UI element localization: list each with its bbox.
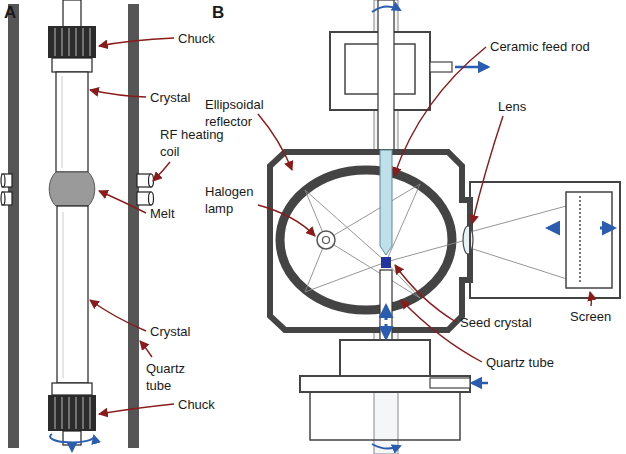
part-label: Melt xyxy=(150,205,175,222)
part-label: Chuck xyxy=(178,396,215,413)
rotation-arrow xyxy=(372,6,400,12)
translate-arrow xyxy=(385,306,388,320)
part-label: RF heating coil xyxy=(160,126,230,160)
part-label: Chuck xyxy=(178,30,215,47)
melt-zone xyxy=(49,172,95,206)
adjust-arrow xyxy=(600,227,614,230)
reflector-housing xyxy=(270,152,470,330)
lens xyxy=(463,226,473,254)
halogen-lamp xyxy=(317,231,335,249)
leader-lines xyxy=(258,47,591,362)
lower-drive xyxy=(340,340,430,376)
projection-box xyxy=(470,182,620,298)
rotation-arrow xyxy=(372,444,400,449)
chuck-ridges xyxy=(55,28,90,56)
crystal xyxy=(56,72,88,172)
panel-letter: B xyxy=(212,4,224,21)
panel-a-drawing xyxy=(1,0,154,451)
chuck xyxy=(48,26,96,58)
gas-outlet xyxy=(430,62,452,72)
ellipsoidal-mirror xyxy=(280,170,452,310)
quartz-wall xyxy=(8,4,19,448)
chuck xyxy=(48,395,96,431)
part-label: Ceramic feed rod xyxy=(490,38,590,55)
base-plate xyxy=(300,376,470,392)
panel-b-drawing xyxy=(270,0,620,454)
part-label: Ellipsoidal reflector xyxy=(205,96,287,130)
translate-arrow xyxy=(385,324,388,338)
part-label: Seed crystal xyxy=(460,314,532,331)
panel-letter: A xyxy=(4,4,16,21)
screen xyxy=(566,192,612,288)
seed-crystal xyxy=(381,257,391,268)
chuck-ridges xyxy=(55,397,90,429)
gas-flow-arrow xyxy=(455,66,488,69)
part-label: Halogen lamp xyxy=(205,183,265,217)
gas-flow-arrow xyxy=(472,382,488,385)
feed-rod xyxy=(380,150,392,255)
quartz-wall xyxy=(128,4,139,448)
rotation-arrow xyxy=(50,434,94,442)
light-rays xyxy=(305,184,570,298)
chuck-collar xyxy=(52,383,92,395)
part-label: Quartz tube xyxy=(486,354,554,371)
feed-shaft xyxy=(378,0,394,150)
rod xyxy=(63,0,81,28)
part-label: Crystal xyxy=(150,89,190,106)
seed-shaft xyxy=(380,270,392,350)
part-label: Lens xyxy=(498,98,526,115)
part-label: Crystal xyxy=(150,323,190,340)
part-label: Screen xyxy=(570,308,611,325)
part-label: Quartz tube xyxy=(146,360,194,394)
pull-arrow xyxy=(71,444,73,451)
crystal xyxy=(57,206,88,383)
adjust-arrow xyxy=(548,227,560,230)
chuck-collar xyxy=(52,58,92,72)
gas-inlet xyxy=(430,378,470,388)
